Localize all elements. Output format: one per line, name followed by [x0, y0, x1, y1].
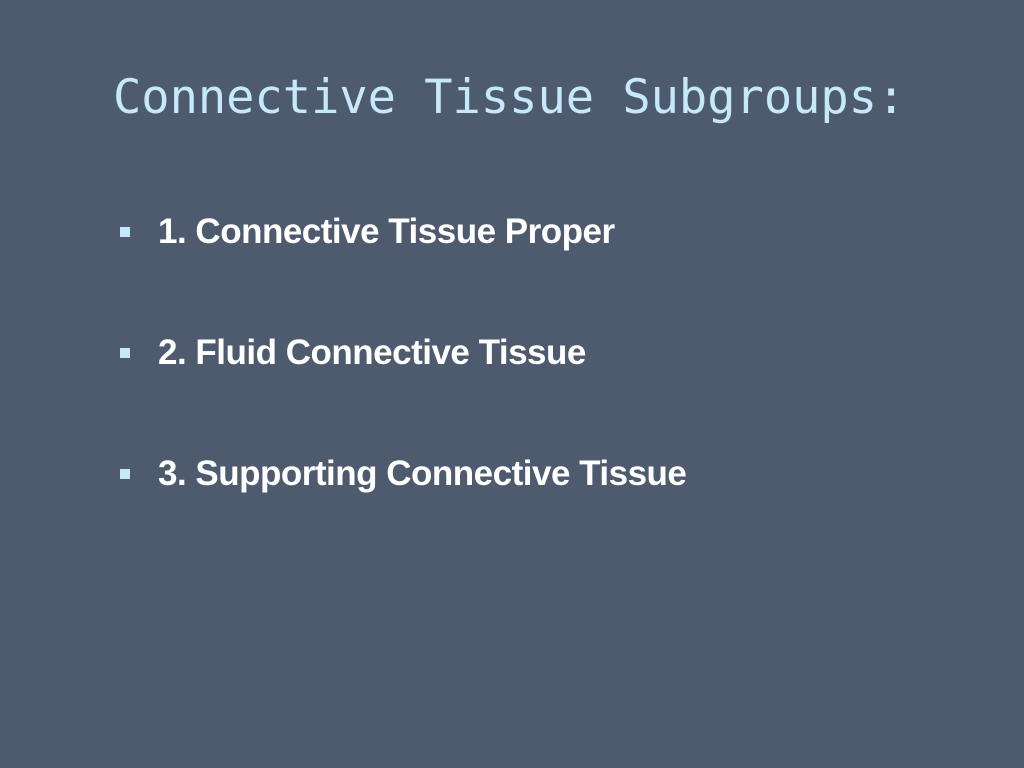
square-bullet-icon [120, 469, 130, 479]
bullet-item-1: 1. Connective Tissue Proper [120, 200, 686, 264]
bullet-text: 3. Supporting Connective Tissue [158, 454, 687, 493]
bullet-item-3: 3. Supporting Connective Tissue [120, 442, 687, 506]
bullet-text: 2. Fluid Connective Tissue [158, 333, 586, 372]
bullet-list: 1. Connective Tissue Proper 2. Fluid Con… [120, 200, 687, 563]
square-bullet-icon [120, 227, 130, 237]
square-bullet-icon [120, 348, 130, 358]
bullet-text: 1. Connective Tissue Proper [158, 212, 615, 251]
bullet-item-2: 2. Fluid Connective Tissue [120, 321, 686, 385]
slide-title: Connective Tissue Subgroups: [113, 70, 906, 125]
